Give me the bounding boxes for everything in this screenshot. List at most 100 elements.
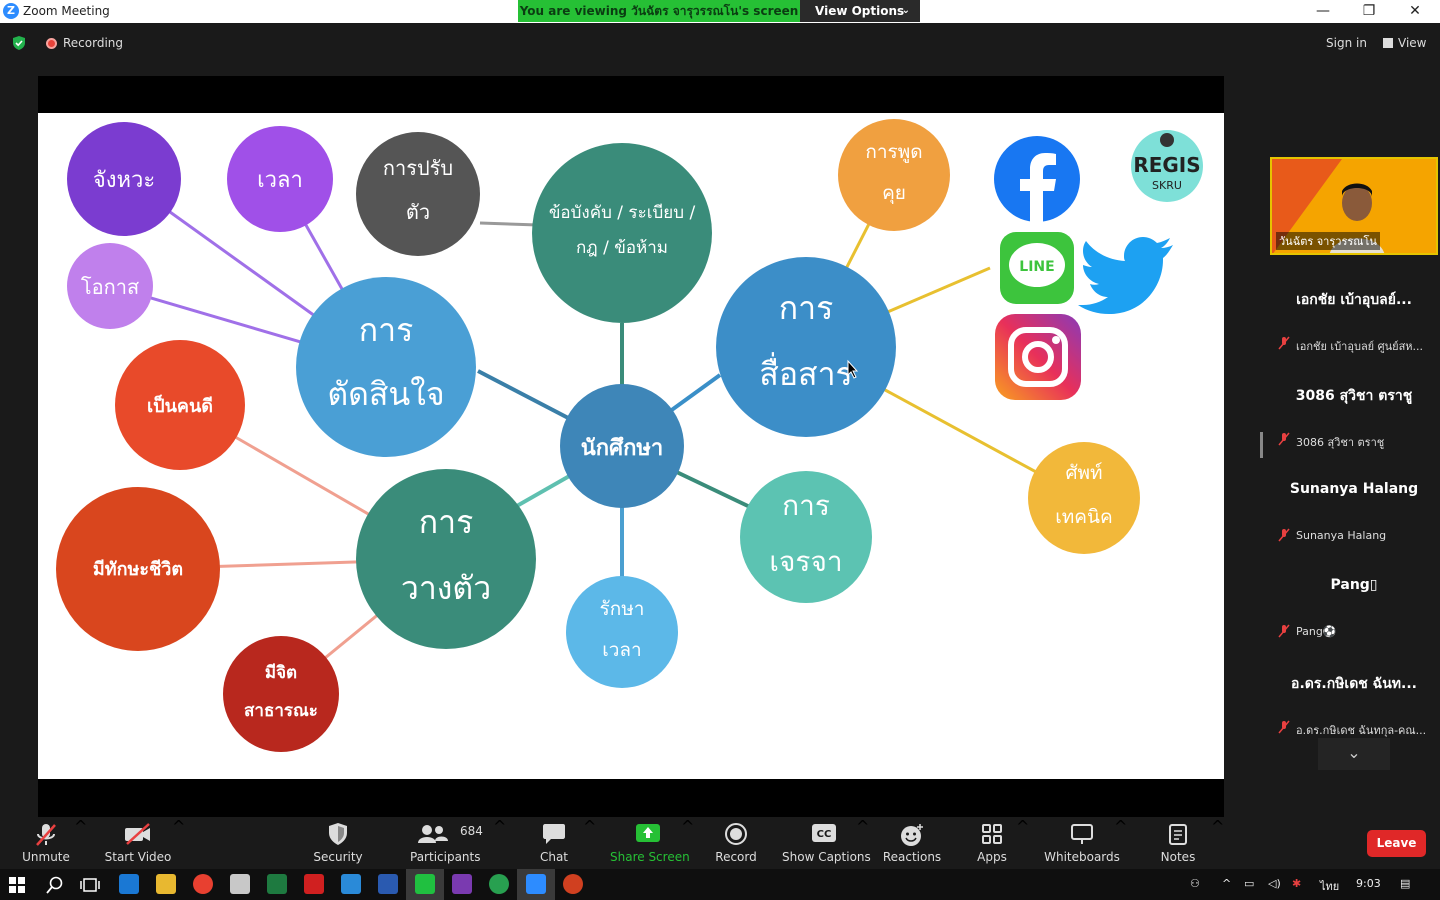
record-button[interactable]: Record: [712, 817, 760, 869]
word-icon[interactable]: [378, 874, 398, 894]
view-label: View: [1398, 36, 1427, 50]
chat-label: Chat: [539, 850, 569, 864]
node-negotiate: [740, 471, 872, 603]
reactions-label: Reactions: [882, 850, 942, 864]
node-adapt-line1: การปรับ: [383, 156, 453, 180]
node-communicate-line2: สื่อสาร: [759, 352, 852, 393]
participants-options-caret[interactable]: ^: [493, 817, 507, 836]
line-taskbar-icon[interactable]: [415, 874, 435, 894]
participant-display-name: อ.ดร.กษิเดช ฉันท...: [1291, 676, 1417, 692]
mouse-cursor-icon: [847, 359, 859, 379]
leave-button[interactable]: Leave: [1367, 830, 1426, 857]
whiteboards-button[interactable]: Whiteboards: [1044, 817, 1120, 869]
audio-options-caret[interactable]: ^: [74, 817, 88, 836]
participants-icon: [418, 825, 449, 843]
view-layout-button[interactable]: View: [1383, 36, 1426, 50]
sign-in-link[interactable]: Sign in: [1326, 36, 1367, 50]
apps-button[interactable]: Apps: [972, 817, 1012, 869]
unmute-button[interactable]: Unmute: [18, 817, 74, 869]
windows-start-icon[interactable]: [9, 877, 25, 893]
panel-resize-handle[interactable]: [1260, 432, 1263, 458]
chat-options-caret[interactable]: ^: [583, 817, 597, 836]
start-video-button[interactable]: Start Video: [104, 817, 172, 869]
captions-cc-icon: CC: [812, 824, 836, 842]
node-student: [560, 384, 684, 508]
video-options-caret[interactable]: ^: [172, 817, 186, 836]
share-screen-label: Share Screen: [610, 850, 690, 864]
share-options-caret[interactable]: ^: [681, 817, 695, 836]
node-jargon: [1028, 442, 1140, 554]
node-rules: [532, 143, 712, 323]
participants-button[interactable]: 684 Participants: [410, 817, 483, 869]
chrome-icon[interactable]: [193, 874, 213, 894]
chrome-profile-icon[interactable]: [489, 874, 509, 894]
restore-button[interactable]: ❐: [1362, 3, 1376, 19]
encryption-shield-icon[interactable]: [12, 36, 26, 50]
speaker-name: วันฉัตร จารุวรรณโน: [1276, 232, 1380, 250]
node-rhythm: [67, 122, 181, 236]
video-off-icon: [125, 823, 150, 845]
participant-tile[interactable]: เอกชัย เบ้าอุบลย์... เอกชัย เบ้าอุบลย์ ศ…: [1272, 265, 1436, 357]
network-icon[interactable]: ▭: [1244, 877, 1255, 890]
tray-expand-icon[interactable]: ^: [1222, 877, 1232, 890]
notifications-icon[interactable]: ▤: [1400, 877, 1411, 890]
notes-options-caret[interactable]: ^: [1211, 817, 1225, 836]
reactions-button[interactable]: Reactions: [882, 817, 942, 869]
volume-icon[interactable]: ◁): [1268, 877, 1281, 890]
show-captions-button[interactable]: CC Show Captions: [782, 817, 871, 869]
muted-mic-icon: [1278, 528, 1290, 542]
close-button[interactable]: ✕: [1409, 3, 1421, 19]
apps-icon: [982, 824, 1002, 844]
notes-button[interactable]: Notes: [1156, 817, 1200, 869]
node-behave: [356, 469, 536, 649]
node-life-skills-label: มีทักษะชีวิต: [93, 559, 183, 580]
line-logo-text: LINE: [1019, 259, 1054, 275]
participant-tile[interactable]: อ.ดร.กษิเดช ฉันท... อ.ดร.กษิเดช ฉันทกุล-…: [1272, 649, 1436, 741]
excel-icon[interactable]: [267, 874, 287, 894]
viewing-banner: You are viewing วันฉัตร จารุวรรณโน's scr…: [518, 0, 800, 22]
muted-mic-icon: [1278, 336, 1290, 350]
apps-options-caret[interactable]: ^: [1016, 817, 1030, 836]
people-icon[interactable]: ⚇: [1190, 877, 1200, 890]
participant-display-name: เอกชัย เบ้าอุบลย์...: [1296, 292, 1412, 308]
participant-tile[interactable]: 3086 สุวิชา ตราชู 3086 สุวิชา ตราชู: [1272, 361, 1436, 453]
internet-explorer-icon[interactable]: [341, 874, 361, 894]
language-indicator[interactable]: ไทย: [1320, 880, 1340, 893]
participant-tile[interactable]: Pang▯ Pang⚽: [1272, 553, 1436, 645]
participant-display-name: 3086 สุวิชา ตราชู: [1295, 388, 1413, 404]
zoom-taskbar-icon[interactable]: [526, 874, 546, 894]
chat-button[interactable]: Chat: [530, 817, 578, 869]
node-public-mind-line2: สาธารณะ: [244, 701, 318, 721]
record-label: Record: [715, 850, 757, 864]
share-screen-icon: [636, 824, 660, 842]
edge-browser-icon[interactable]: [119, 874, 139, 894]
whiteboards-options-caret[interactable]: ^: [1114, 817, 1128, 836]
participant-tile[interactable]: Sunanya Halang Sunanya Halang: [1272, 457, 1436, 549]
app-icon[interactable]: [452, 874, 472, 894]
participant-name: Sunanya Halang: [1296, 529, 1387, 542]
search-icon[interactable]: [46, 876, 64, 894]
clock[interactable]: 9:03: [1356, 877, 1381, 890]
app-icon[interactable]: [230, 874, 250, 894]
muted-mic-icon: [1278, 624, 1290, 638]
muted-mic-icon: [1278, 720, 1290, 734]
scroll-participants-down-button[interactable]: ⌄: [1318, 738, 1390, 770]
acrobat-icon[interactable]: [304, 874, 324, 894]
security-button[interactable]: Security: [310, 817, 366, 869]
antivirus-icon[interactable]: ✱: [1292, 877, 1302, 890]
powerpoint-icon[interactable]: [563, 874, 583, 894]
notes-icon: [1169, 824, 1187, 845]
node-speaking: [838, 119, 950, 231]
active-speaker-video[interactable]: วันฉัตร จารุวรรณโน: [1270, 157, 1438, 255]
file-explorer-icon[interactable]: [156, 874, 176, 894]
presentation-slide: ข้อบังคับ / ระเบียบ / กฎ / ข้อห้าม การ ต…: [38, 113, 1224, 779]
share-screen-button[interactable]: Share Screen: [610, 817, 690, 869]
minimize-button[interactable]: —: [1316, 3, 1330, 19]
task-view-icon[interactable]: [80, 877, 100, 893]
node-chance-label: โอกาส: [81, 275, 139, 299]
captions-options-caret[interactable]: ^: [856, 817, 870, 836]
windows-taskbar: ⚇ ^ ▭ ◁) ✱ ไทย 9:03 ▤: [0, 869, 1440, 900]
whiteboards-label: Whiteboards: [1044, 850, 1120, 864]
view-options-button[interactable]: View Options ⌄: [800, 0, 920, 22]
